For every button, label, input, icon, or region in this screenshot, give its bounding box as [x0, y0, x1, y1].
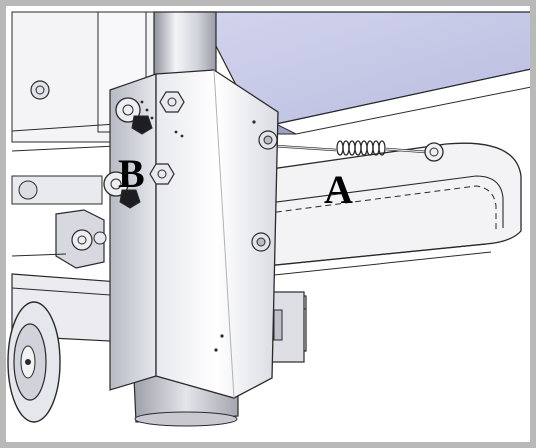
axle-icon: [25, 359, 31, 365]
callout-b-label: B: [118, 151, 145, 196]
housing: [11, 11, 163, 152]
knob-icon: [115, 97, 153, 135]
frame-rail: [235, 142, 522, 279]
hinge-clevis: [11, 175, 107, 269]
callout-a-label: A: [324, 167, 353, 212]
bolt-head-icon: [71, 229, 93, 251]
knob-icon: [103, 171, 141, 209]
screw-icon: [30, 80, 50, 100]
pin-ring-icon: [424, 142, 444, 162]
assembly-drawing: [7, 11, 530, 427]
pull-pin: [273, 140, 444, 162]
bracket-plate: [155, 69, 279, 399]
knob-bolts: [103, 91, 185, 209]
nut-icon: [149, 163, 175, 185]
nut-icon: [159, 91, 185, 113]
spring-icon: [336, 140, 386, 156]
wheel: [7, 301, 61, 423]
